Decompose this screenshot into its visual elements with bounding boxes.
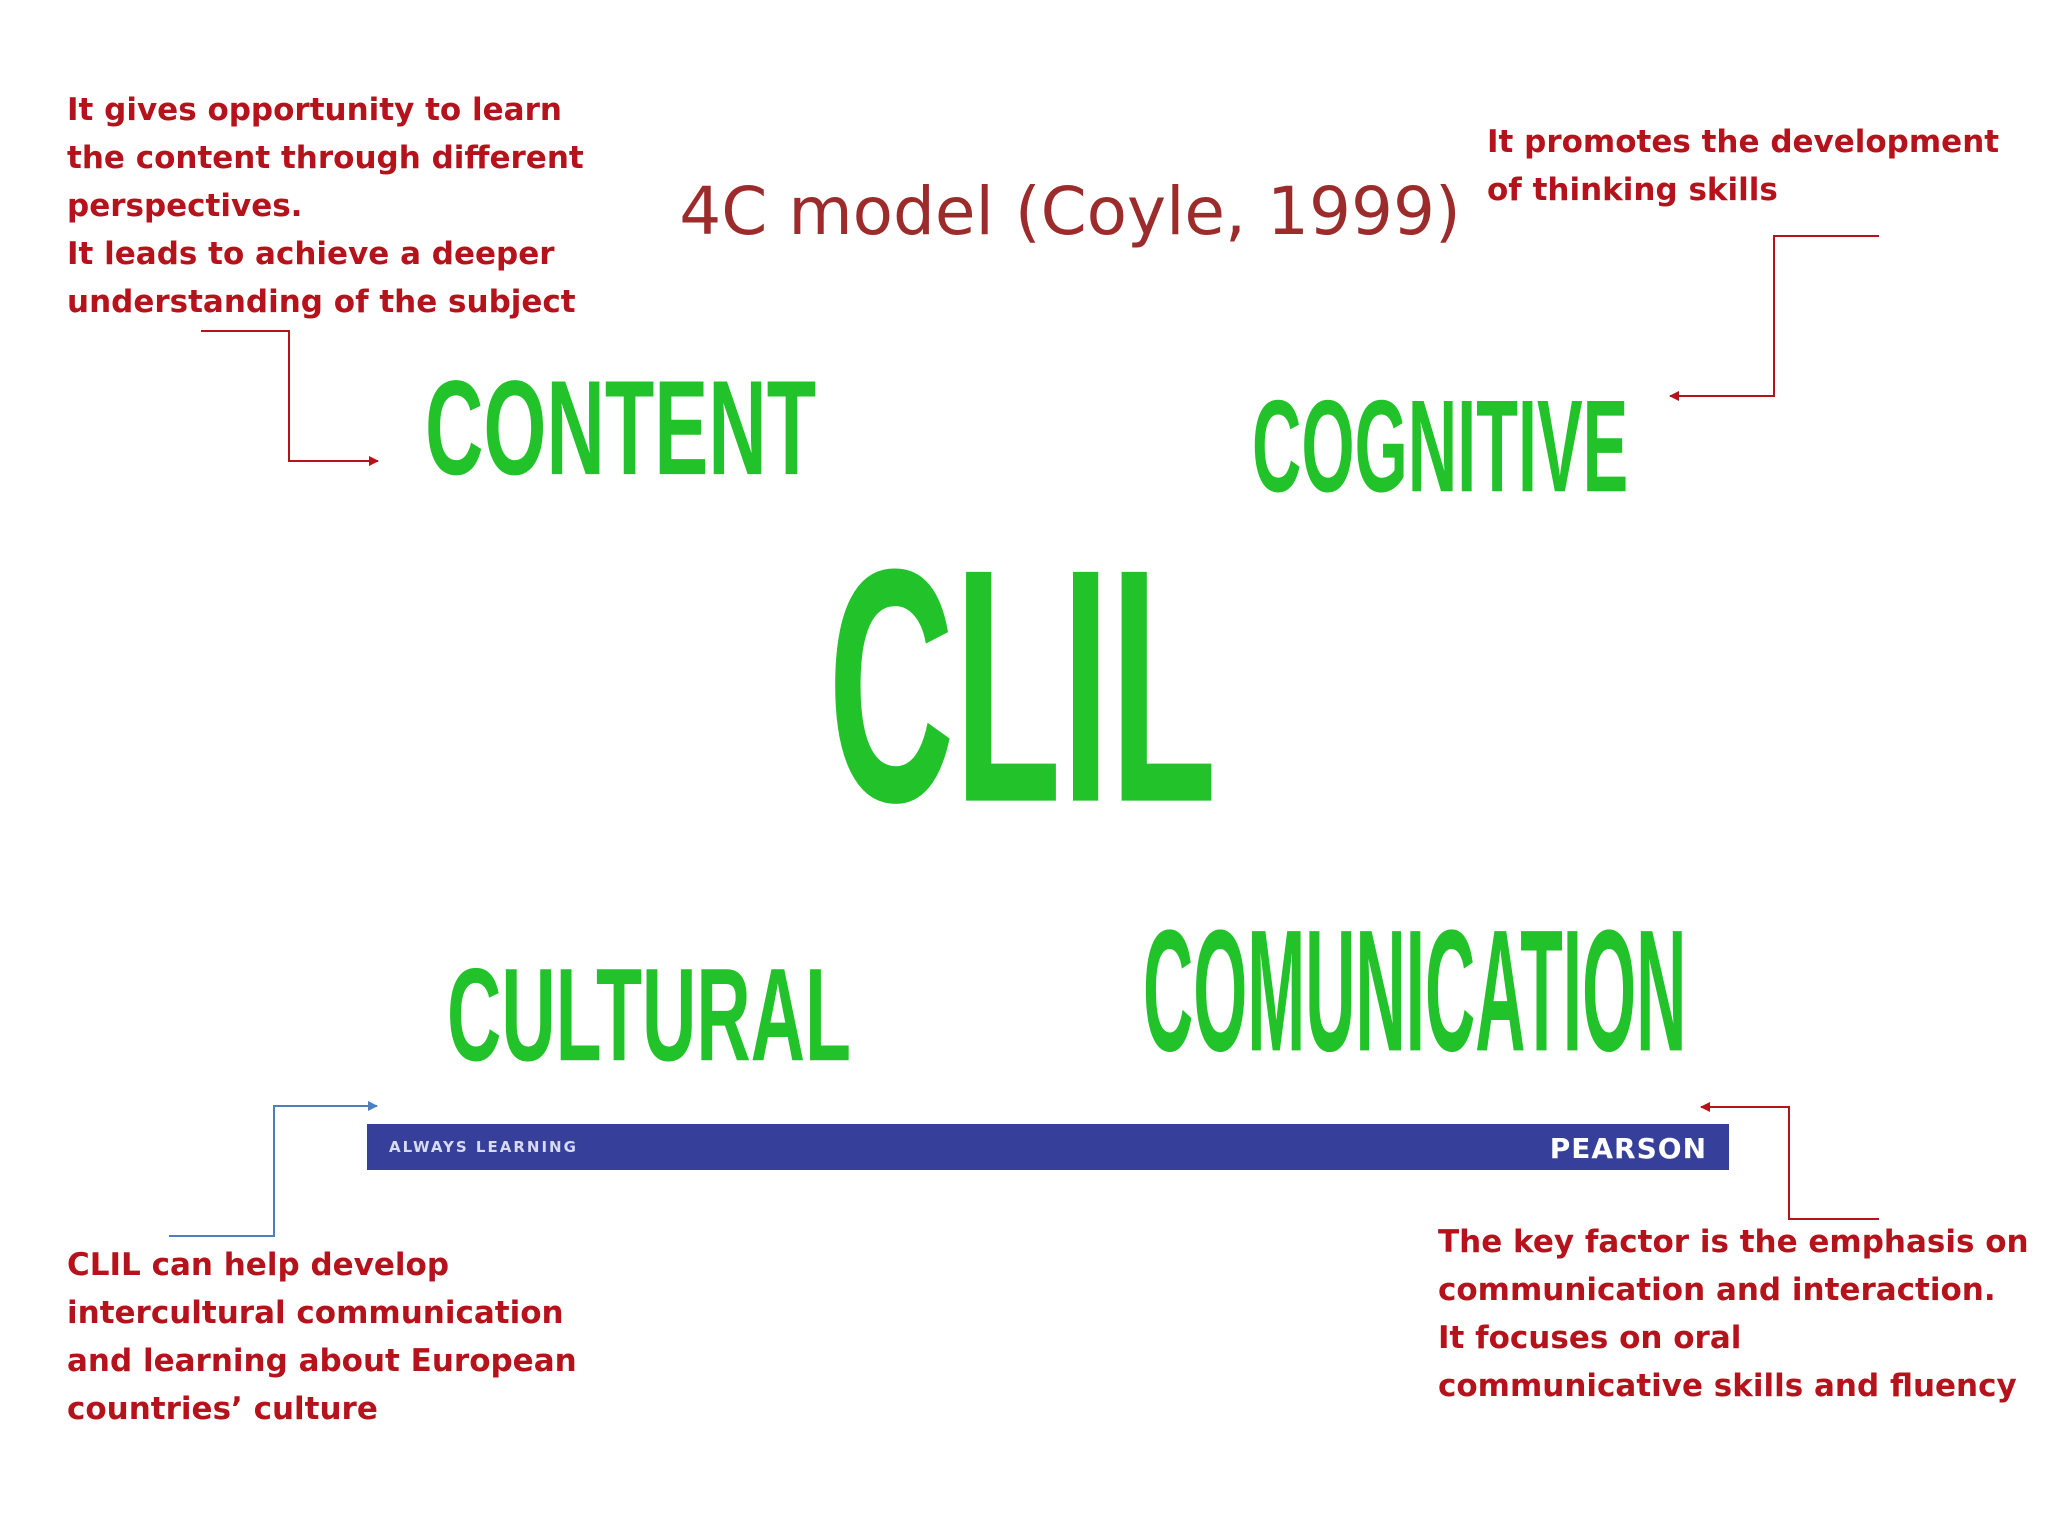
connector-communication [1700,1102,1879,1220]
annotation-line: It leads to achieve a deeper [67,236,555,272]
annotation-line: It gives opportunity to learn [67,92,562,128]
connector-cultural [169,1101,378,1237]
annotation-line: communication and interaction. [1438,1272,1996,1308]
annotation-line: and learning about European [67,1343,577,1379]
pearson-banner: ALWAYS LEARNING PEARSON [367,1124,1729,1170]
annotation-line: It promotes the development [1487,124,2000,160]
annotation-cultural: CLIL can help develop intercultural comm… [67,1241,577,1433]
word-cognitive: COGNITIVE [1252,373,1629,520]
diagram-title: 4C model (Coyle, 1999) [679,173,1461,250]
annotation-cognitive: It promotes the development of thinking … [1487,118,1999,214]
annotation-line: countries’ culture [67,1391,378,1427]
annotation-line: the content through different [67,140,584,176]
annotation-line: The key factor is the emphasis on [1438,1224,2029,1260]
annotation-line: communicative skills and fluency [1438,1368,2017,1404]
word-content: CONTENT [425,353,817,504]
annotation-line: of thinking skills [1487,172,1778,208]
word-clil: CLIL [828,500,1217,872]
connector-cognitive [1669,235,1879,401]
pearson-logo: PEARSON [1549,1132,1707,1165]
annotation-content: It gives opportunity to learn the conten… [67,86,584,326]
annotation-line: perspectives. [67,188,303,224]
annotation-line: CLIL can help develop [67,1247,450,1283]
connector-content [201,330,379,466]
annotation-line: It focuses on oral [1438,1320,1742,1356]
annotation-communication: The key factor is the emphasis on commun… [1438,1218,2029,1410]
word-communication: COMUNICATION [1143,895,1687,1089]
banner-tagline: ALWAYS LEARNING [389,1138,578,1156]
annotation-line: intercultural communication [67,1295,564,1331]
word-cultural: CULTURAL [447,941,851,1090]
annotation-line: understanding of the subject [67,284,576,320]
